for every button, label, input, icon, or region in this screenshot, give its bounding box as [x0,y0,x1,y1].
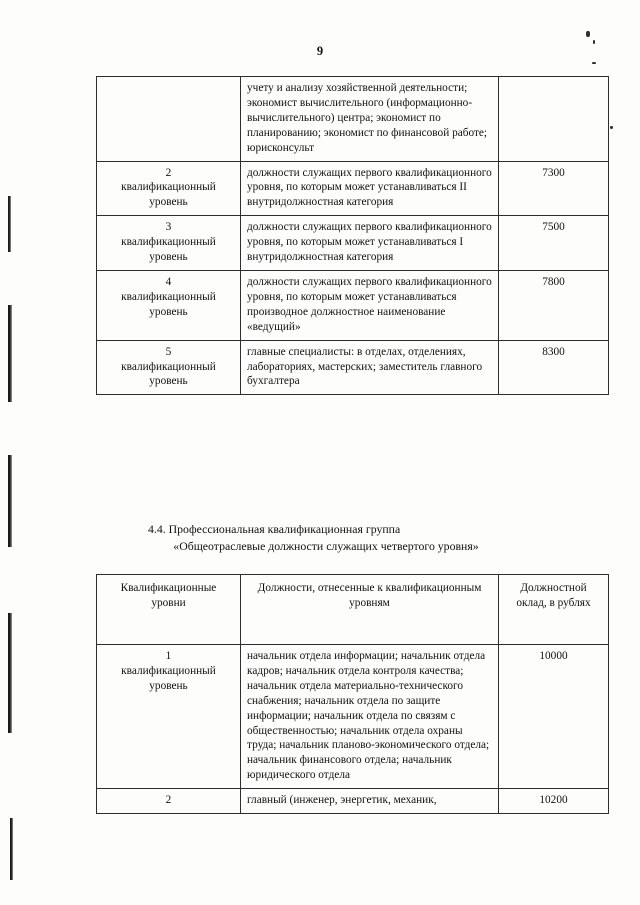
column-header-description: Должности, отнесенные к квалификационным… [240,574,499,645]
salary-cell: 7300 [498,160,609,217]
page-number: 9 [316,44,324,58]
level-label: квалификационный уровень [121,664,216,692]
table-header-row: Квалификационные уровни Должности, отнес… [96,574,609,645]
qualification-table-upper: учету и анализу хозяйственной деятельнос… [96,76,609,396]
section-heading-line-1: 4.4. Профессиональная квалификационная г… [148,522,401,536]
description-cell: должности служащих первого квалификацион… [240,160,499,217]
level-cell: 4 квалификационный уровень [96,269,241,341]
salary-cell: 8300 [498,339,609,396]
description-cell: главные специалисты: в отделах, отделени… [240,339,499,396]
scan-edge-artifact [8,455,12,547]
salary-cell: 10000 [498,643,609,790]
table-row: 1 квалификационный уровень начальник отд… [96,643,609,790]
scan-speck-artifact [610,126,613,129]
level-label: квалификационный уровень [121,181,216,209]
level-label: квалификационный уровень [121,290,216,318]
level-cell: 5 квалификационный уровень [96,339,241,396]
level-cell: 1 квалификационный уровень [96,643,241,790]
table-row: 2 квалификационный уровень должности слу… [96,160,609,217]
level-number: 1 [165,650,172,662]
level-number: 4 [165,275,172,288]
qualification-table-lower: Квалификационные уровни Должности, отнес… [96,574,609,815]
scan-edge-artifact [10,818,13,880]
level-number: 5 [165,345,172,358]
table-row: 2 главный (инженер, энергетик, механик, … [96,788,609,815]
salary-cell: 7500 [498,215,609,271]
description-cell: начальник отдела информации; начальник о… [240,643,499,790]
salary-cell: 7800 [498,269,609,341]
level-cell: 3 квалификационный уровень [96,215,241,271]
scan-edge-artifact [8,196,11,252]
level-cell [96,76,241,162]
table-row: 3 квалификационный уровень должности слу… [96,215,609,271]
section-heading-line-2: «Общеотраслевые должности служащих четве… [173,538,479,553]
description-cell: должности служащих первого квалификацион… [240,269,499,341]
salary-cell: 10200 [498,788,609,815]
level-number: 2 [165,794,172,807]
scan-speck-artifact [593,40,595,44]
salary-cell [498,76,609,162]
level-cell: 2 квалификационный уровень [96,160,241,217]
scan-speck-artifact [586,31,590,37]
table-row: 4 квалификационный уровень должности слу… [96,269,609,341]
table-row: 5 квалификационный уровень главные специ… [96,339,609,396]
level-label: квалификационный уровень [121,236,216,264]
section-heading: 4.4. Профессиональная квалификационная г… [96,521,556,555]
column-header-level: Квалификационные уровни [96,574,241,645]
level-label: квалификационный уровень [121,360,216,388]
description-cell: главный (инженер, энергетик, механик, [240,788,499,815]
level-cell: 2 [96,788,241,815]
column-header-salary: Должностной оклад, в рублях [498,574,609,645]
scan-edge-artifact [8,613,12,733]
level-number: 3 [165,221,172,234]
description-cell: учету и анализу хозяйственной деятельнос… [240,76,499,162]
scan-speck-artifact [592,62,596,64]
scan-edge-artifact [8,305,12,402]
description-cell: должности служащих первого квалификацион… [240,215,499,271]
table-row: учету и анализу хозяйственной деятельнос… [96,76,609,162]
level-number: 2 [165,166,172,179]
